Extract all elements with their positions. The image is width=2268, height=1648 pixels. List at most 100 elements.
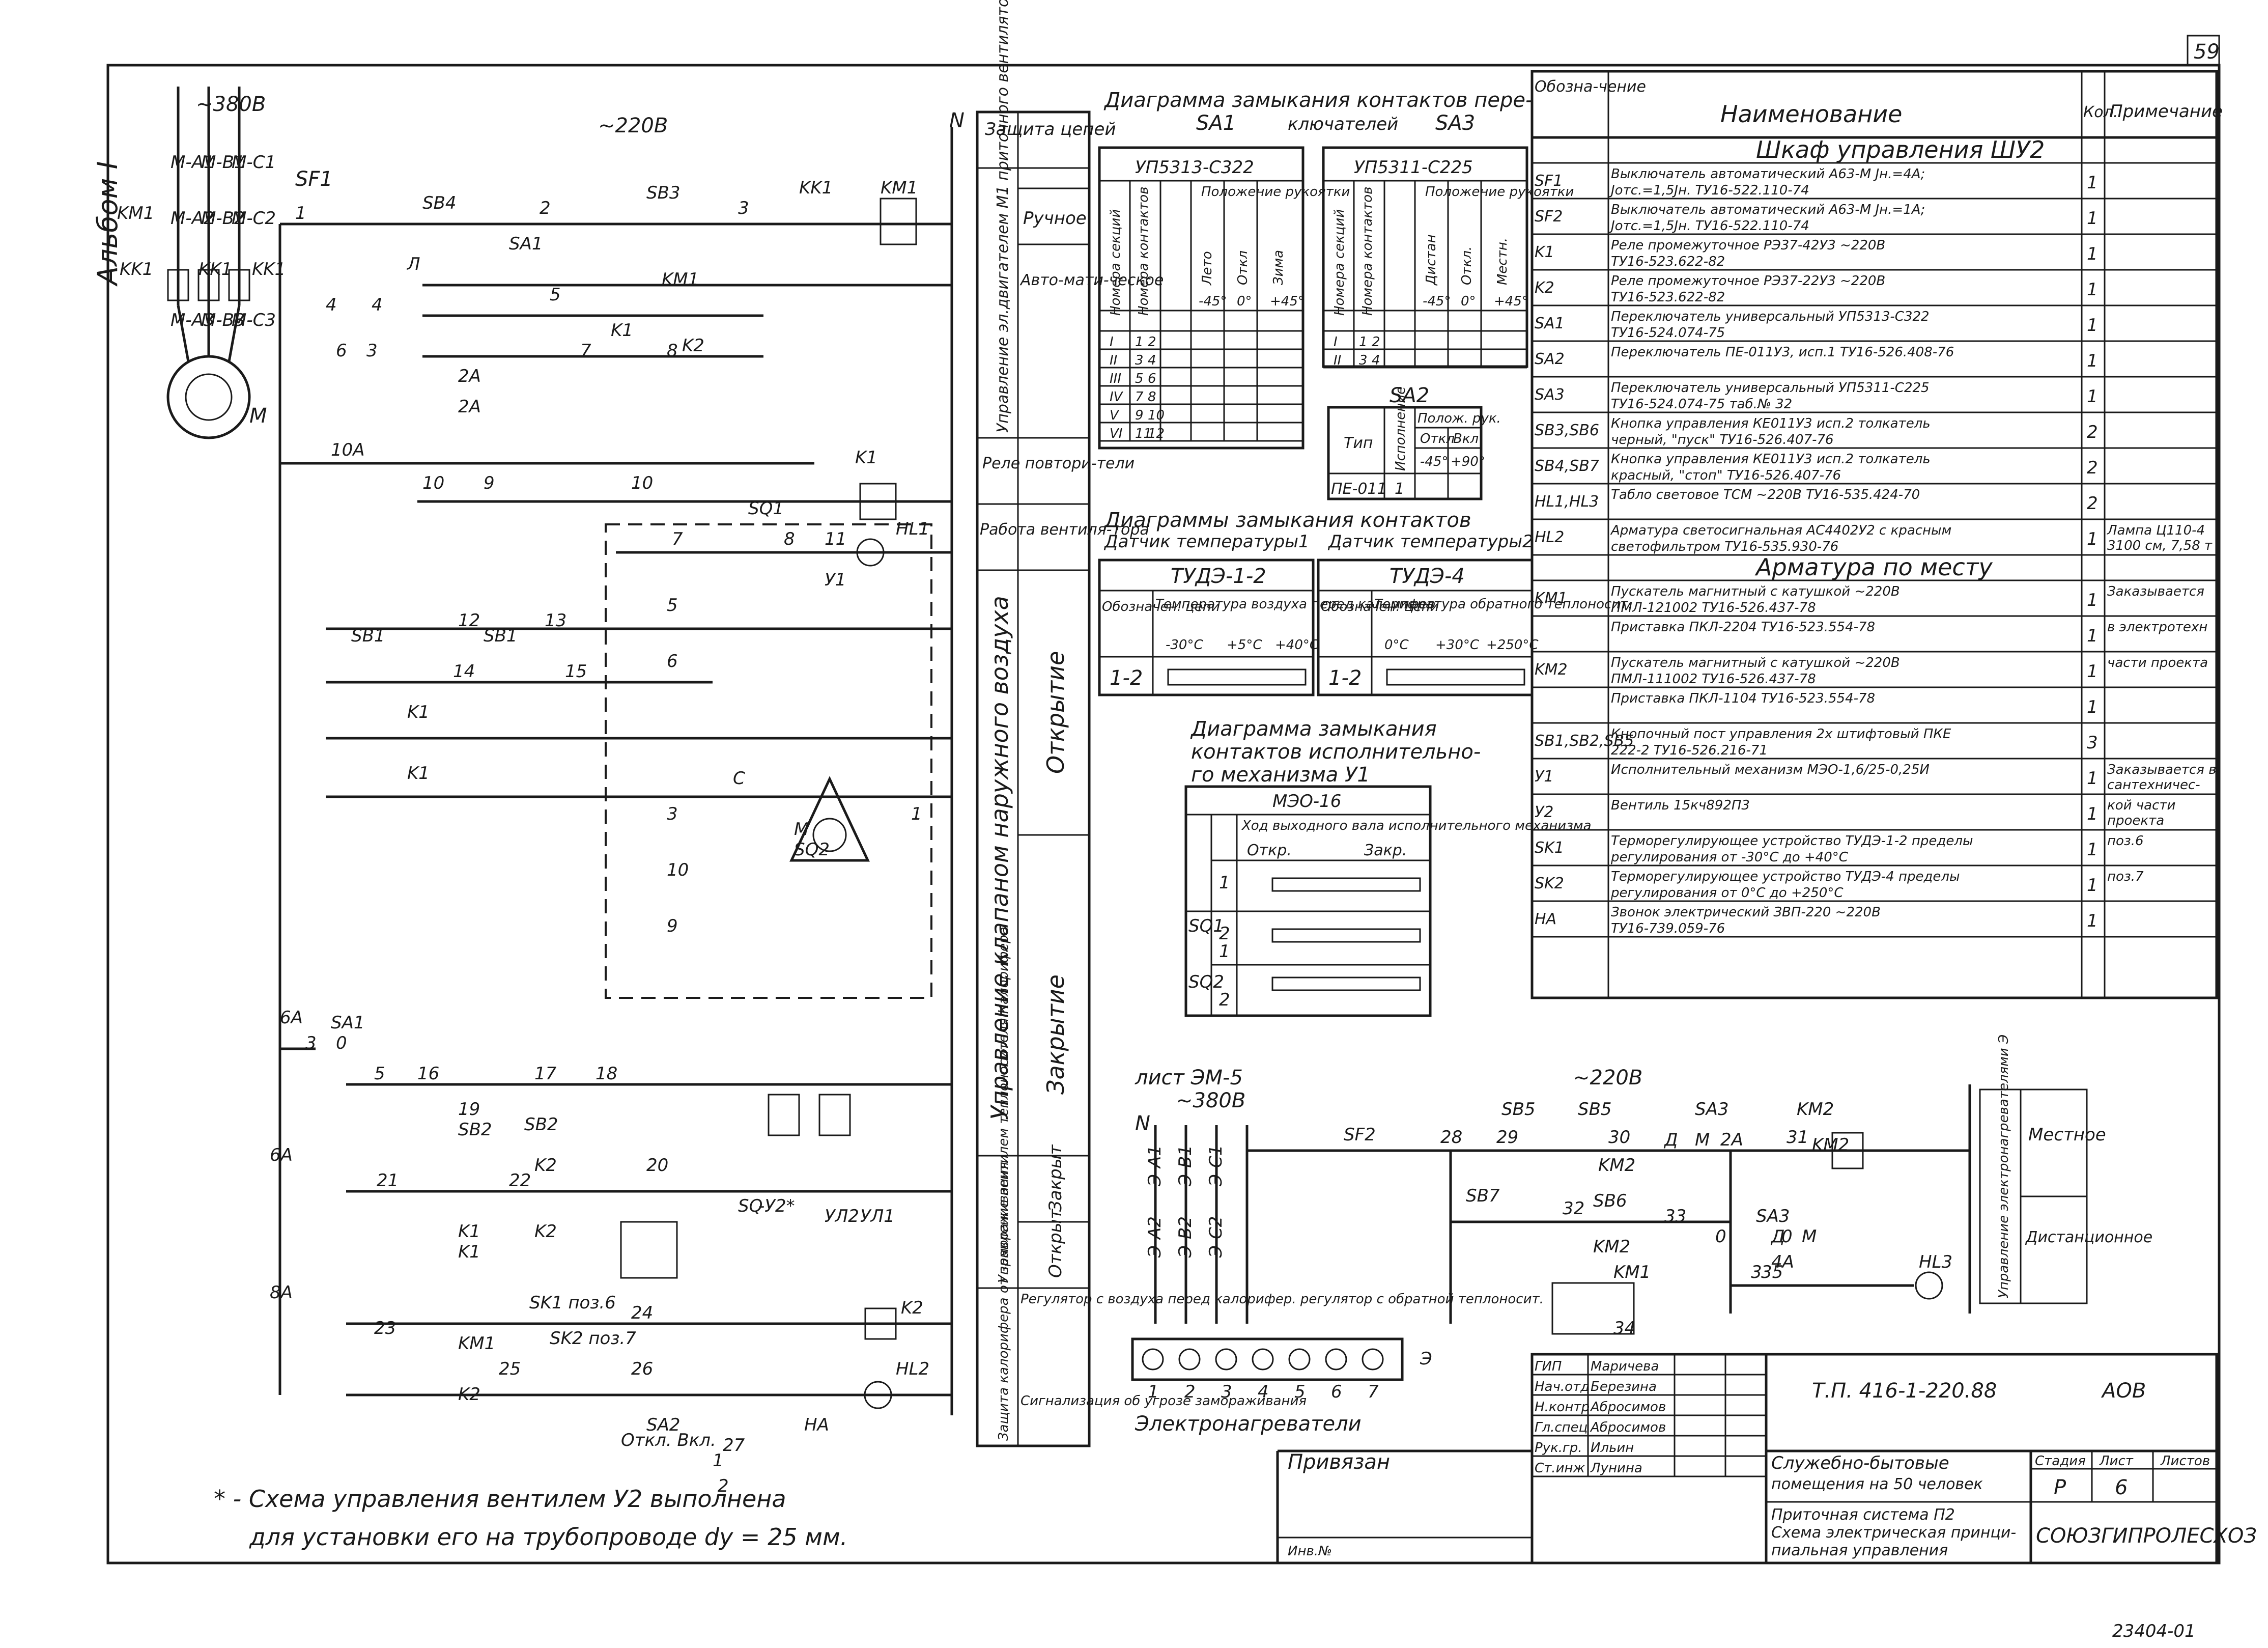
spec-note-line: части проекта [2107,655,2208,671]
spec-group-title: Шкаф управления ШУ2 [1756,136,2045,163]
spec-name-line: Приставка ПКЛ-2204 ТУ16-523.554-78 [1611,620,1875,635]
voltage-380-label: ~380В [196,93,266,116]
schematic-label: HA [804,1415,829,1435]
function-sidebar: Защита цепей Ручное Авто-мати-ческое Рел… [976,0,1544,1447]
y1-diagram: Диаграмма замыкания контактов исполнител… [1184,717,1592,1017]
wire-number: 17 [534,1064,557,1084]
temperature-diagrams: Диаграммы замыкания контактов Датчик тем… [1098,509,1632,696]
t2-h2: 0°С [1384,637,1409,653]
sidebar-row-8: Открыт [1045,1208,1066,1278]
heater-terminal-number: 4 [1258,1382,1269,1402]
t2-h4: +250°С [1486,637,1539,653]
spec-name-line: Кнопка управления КЕ011У3 исп.2 толкател… [1611,416,1931,431]
wire-number: 5 [374,1064,385,1084]
y1-sq1-c2: 2 [1219,924,1230,944]
heater-label: Э-А1 [1145,1145,1165,1187]
tb-role: Рук.гр. [1535,1440,1582,1456]
motor-label: M [249,404,267,428]
heater-label: KM1 [1613,1262,1651,1282]
heater-label: Э-С1 [1206,1145,1226,1187]
spec-qty: 1 [2087,661,2098,682]
spec-name-line: Выключатель автоматический А63-М Jн.=1А; [1611,202,1925,217]
sa2-h-type: Тип [1344,434,1373,452]
sa-ang2: 0° [1237,294,1252,309]
sa-contact: 4 [1148,353,1156,368]
spec-qty: 1 [2087,590,2098,610]
schematic-label: 10А [331,440,365,460]
wire-number: 14 [453,661,475,682]
heater-n: N [1135,1112,1150,1135]
sa-col-contacts: Номера контактов [1360,186,1375,316]
schematic-label: M [794,819,809,840]
sa2-h-pos: Полож. рук. [1418,411,1501,426]
spec-name-line: Вентиль 15кч892П3 [1611,798,1750,813]
schematic-label: KK1 [252,259,286,280]
sheet-frame [106,64,2221,1565]
sidebar-row-7: Закрыт [1045,1144,1066,1212]
heater-wire-number: 35 [1761,1262,1783,1282]
heater-terminal [1288,1348,1311,1371]
heater-label: Д [1770,1226,1785,1247]
y1-type: МЭО-16 [1272,791,1341,812]
sa2-h-off: Откл [1420,431,1455,446]
sa-section: I [1110,334,1114,350]
spec-name-line: Jотс.=1,5Jн. ТУ16-522.110-74 [1608,183,1809,198]
schematic-label: K1 [458,1221,480,1242]
wire-number: 6 [336,341,347,361]
spec-qty: 3 [2087,733,2098,753]
schematic-label: У1 [825,570,846,590]
tb-stage-label: Стадия [2035,1454,2086,1469]
sa-ang3: +45° [1270,294,1305,309]
wire-number: 1 [295,203,306,224]
spec-name-line: ПМЛ-121002 ТУ16-526.437-78 [1611,600,1816,616]
heater-label: SF2 [1344,1125,1376,1145]
t2-h1: Температура обратного теплоносит. [1374,597,1632,612]
schematic-label: M-A2 [171,208,215,229]
schematic-label: K1 [407,763,430,784]
sa-contact: 12 [1148,426,1165,441]
sidebar-row-1: Ручное [1023,208,1087,229]
heater-label: Д [1663,1130,1678,1150]
schematic-label: M-B1 [201,152,245,173]
t1-row: 1-2 [1110,666,1143,690]
heater-label: М [1695,1130,1710,1150]
schematic-label: HL1 [896,519,929,539]
schematic-label: SQ2 [794,840,830,860]
spec-designation: У1 [1535,768,1553,786]
spec-qty: 1 [2087,351,2098,371]
heater-label: 2А [1720,1130,1743,1150]
t2-row: 1-2 [1328,666,1362,690]
schematic-label: SB3 [646,183,681,203]
wire-number: 7 [672,529,683,549]
spec-qty: 1 [2087,626,2098,646]
schematic-label: M-B2 [201,208,245,229]
schematic-label: SB1 [351,626,385,646]
tb-role: Гл.спец [1535,1420,1587,1435]
spec-name-line: черный, "пуск" ТУ16-526.407-76 [1611,432,1834,448]
spec-designation: KM1 [1535,590,1568,607]
t2-h0: Обозначен. цепи [1321,599,1439,614]
sidebar-row-3: Реле повтори-тели [982,455,1135,472]
tb-name: Лунина [1590,1461,1642,1476]
y1-sq1: SQ1 [1188,916,1224,936]
spec-designation: HL1,HL3 [1535,493,1599,511]
spec-name-line: Кнопка управления КЕ011У3 исп.2 толкател… [1611,452,1931,467]
heater-wire-number: 33 [1664,1206,1686,1226]
heater-label: Э-С2 [1206,1216,1226,1258]
sa-contact: 3 [1359,353,1368,368]
schematic-label: -У2* [758,1196,795,1216]
heater-label: SB5 [1501,1099,1536,1120]
sa-ang1: -45° [1199,294,1227,309]
schematic-label: SB2 [524,1114,558,1135]
t1-h0: Обозначен. цепи [1102,599,1220,614]
spec-h-note: Примечание [2110,101,2223,122]
sidebar-row-9: Регулятор с воздуха перед калорифер. рег… [1020,1292,1544,1307]
spec-designation: SF2 [1535,208,1563,226]
spec-name-line: Реле промежуточное РЭ37-22У3 ~220В [1611,273,1885,289]
heater-label: SA3 [1756,1206,1790,1226]
heater-terminal-number: 1 [1148,1382,1159,1402]
heater-label: SA3 [1695,1099,1728,1120]
sa-contact: 1 [1359,334,1368,350]
wire-number: 15 [565,661,587,682]
